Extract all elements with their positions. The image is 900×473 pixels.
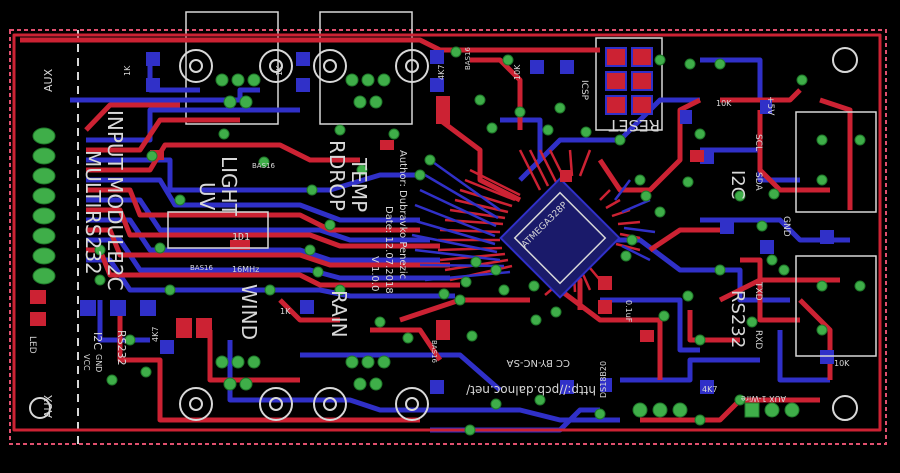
r4k7-label-2: 4K7 xyxy=(151,327,160,342)
aux-bottom-label: AUX xyxy=(42,394,55,418)
connector-pads xyxy=(215,73,800,418)
mounting-hole xyxy=(395,49,429,83)
rs232-right-label: RS232 xyxy=(727,290,748,348)
rdrop-label: RDROP xyxy=(325,140,349,211)
xtal-label: 16MHz xyxy=(232,265,259,274)
version-label: V 1.0.0 xyxy=(369,256,380,291)
cap-label: 0.1uF xyxy=(624,300,633,323)
scl-label: SCL xyxy=(753,134,763,151)
atmega328p-chip xyxy=(499,177,621,299)
sensor-module-outlines xyxy=(167,111,877,357)
gnd-right-label: GND xyxy=(781,216,791,237)
url-label: http://pcb.dalnoc.net/ xyxy=(465,383,596,397)
uv-label: UV xyxy=(195,182,219,211)
license-label: CC BY-NC-SA xyxy=(506,357,570,368)
bas16-label-2: BAS16 xyxy=(190,264,213,272)
mounting-hole xyxy=(832,395,858,421)
rain-label: RAIN xyxy=(327,290,351,338)
input-module-label: INPUT MODULE xyxy=(103,110,127,263)
mounting-hole xyxy=(179,49,213,83)
multi-label: MULTI xyxy=(81,150,105,208)
connector-housing-rdrop xyxy=(319,11,413,125)
mounting-hole xyxy=(29,397,51,419)
txd-label: TXD xyxy=(753,281,763,301)
smd-components xyxy=(80,50,834,394)
aux-1wire-label: AUX 1-Wire xyxy=(741,394,786,403)
plus5v-label: +5V xyxy=(765,96,775,116)
r10k-label-2: 10K xyxy=(716,99,732,108)
top-copper-traces xyxy=(12,33,882,432)
i2c-left2-label: I2C xyxy=(91,332,104,350)
smd-components-top xyxy=(30,96,704,342)
sda-label: SDA xyxy=(753,172,763,191)
author-label: Author: Dubravko Penezic xyxy=(397,150,408,279)
left-header-pads xyxy=(32,127,56,285)
reset-label: RESET xyxy=(609,116,660,135)
r10k-label-3: 10K xyxy=(834,359,850,368)
r1k-label: 1K xyxy=(123,65,132,76)
mounting-hole xyxy=(395,387,429,421)
led-label: LED xyxy=(27,336,37,354)
board-outline xyxy=(9,29,887,445)
icsp-label: ICSP xyxy=(579,80,589,101)
connector-housing-light xyxy=(185,11,279,125)
r10k-label: 10K xyxy=(513,64,522,80)
mounting-hole xyxy=(832,47,858,73)
temp-label: TEMP xyxy=(347,157,371,212)
bas16-label-4: BAS16 xyxy=(430,340,438,363)
r1k-label-3: 1K xyxy=(280,307,291,316)
aux-top-label: AUX xyxy=(42,68,55,92)
i2c-left-label: I2C xyxy=(103,258,127,291)
icsp-pads xyxy=(605,47,653,115)
vias xyxy=(94,46,866,436)
mcu-fanout-traces-bottom xyxy=(411,158,656,282)
r4k7-label: 4K7 xyxy=(437,65,446,80)
bas16-label: BAS16 xyxy=(252,162,275,170)
bas16-label-3: BAS16 xyxy=(464,47,472,70)
light-label: LIGHT xyxy=(217,156,241,217)
mounting-hole xyxy=(259,387,293,421)
r1k-label-2: 1K xyxy=(275,65,284,76)
wind-label: WIND xyxy=(237,284,261,340)
date-label: Date: 12.07.2018 xyxy=(383,206,394,294)
vcc-left-label: VCC xyxy=(82,354,91,371)
mounting-hole xyxy=(179,387,213,421)
ds18b20-label: DS18B20 xyxy=(599,361,608,398)
mounting-hole xyxy=(313,49,347,83)
r4k7-label-3: 4K7 xyxy=(702,385,717,394)
gnd-left-label: GND xyxy=(94,354,103,372)
i2c-right-label: I2C xyxy=(727,170,748,199)
mounting-holes xyxy=(29,47,858,421)
rs232-main-label: RS232 xyxy=(81,210,105,275)
rs232-left-label: RS232 xyxy=(115,330,128,366)
lm-label: 1D1 xyxy=(232,232,250,243)
rxd-label: RXD xyxy=(753,330,763,349)
mounting-hole xyxy=(259,49,293,83)
mounting-hole xyxy=(313,387,347,421)
